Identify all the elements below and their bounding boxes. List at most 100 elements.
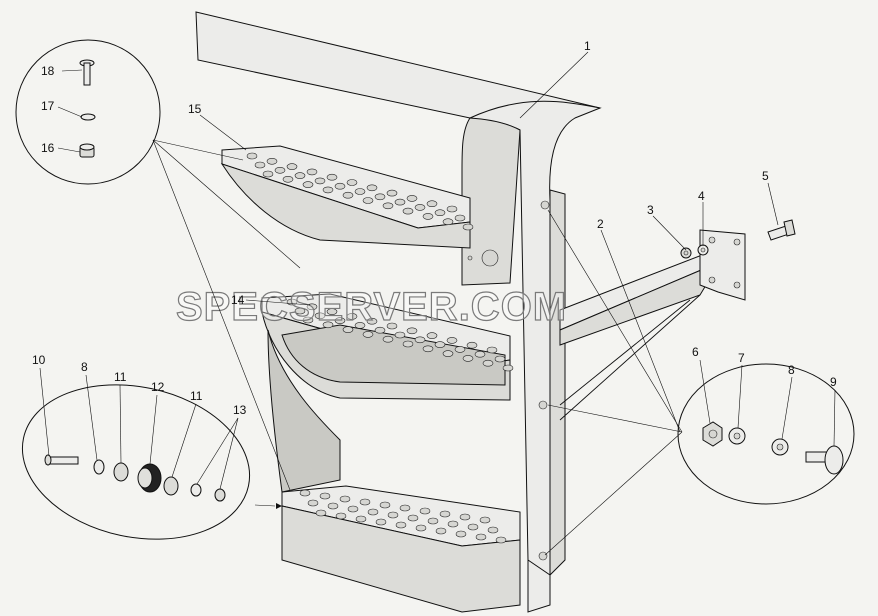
tread-hole (266, 158, 278, 165)
callout-17: 17 (41, 99, 55, 113)
watermark: SPECSERVER.COM (176, 285, 567, 329)
tread-hole (455, 530, 467, 538)
callout-8-right: 8 (788, 363, 795, 377)
tread-hole (466, 341, 478, 349)
tread-hole (282, 176, 294, 183)
tread-hole (434, 341, 446, 348)
tread-hole (314, 312, 326, 320)
tread-hole (346, 313, 358, 320)
upper-step (220, 145, 474, 249)
tread-hole (402, 340, 414, 348)
tread-hole (479, 516, 491, 524)
tread-hole (326, 308, 338, 315)
tread-hole (367, 508, 379, 516)
tread-hole (302, 181, 314, 188)
tread-hole (374, 326, 386, 334)
callout-12: 12 (151, 380, 165, 394)
tread-hole (442, 350, 454, 357)
side-panel (195, 11, 602, 613)
tread-hole (294, 172, 306, 179)
tread-hole (254, 161, 266, 169)
tread-hole (346, 179, 358, 186)
tread-hole (406, 327, 418, 335)
tread-hole (439, 510, 451, 518)
callout-15: 15 (188, 102, 202, 116)
tread-hole (426, 200, 438, 207)
tread-hole (322, 321, 334, 329)
tread-hole (487, 526, 499, 534)
tread-hole (467, 523, 479, 531)
tread-hole (314, 177, 326, 185)
bolt-5 (767, 219, 796, 241)
middle-step (261, 293, 514, 401)
callout-5: 5 (762, 169, 769, 183)
tread-hole (422, 213, 434, 220)
tread-hole (399, 504, 411, 512)
tread-hole (382, 335, 394, 343)
tread-hole (342, 326, 354, 333)
tread-hole (434, 209, 446, 216)
tread-hole (395, 521, 407, 529)
tread-hole (387, 511, 399, 519)
lower-step (267, 329, 521, 613)
tread-hole (354, 188, 366, 195)
fastener-nut-3 (680, 247, 692, 259)
callout-7: 7 (738, 351, 745, 365)
nut-13b (214, 488, 226, 502)
tread-hole (375, 518, 387, 526)
tread-hole (354, 322, 366, 329)
leader-lines (152, 51, 779, 556)
tread-hole (386, 189, 398, 197)
callout-2: 2 (597, 217, 604, 231)
tread-hole (462, 223, 474, 231)
tread-hole (447, 520, 459, 528)
tread-hole (327, 502, 339, 510)
tread-hole (335, 512, 347, 520)
tread-hole (459, 513, 471, 521)
tread-hole (454, 214, 466, 222)
bracket-arm (559, 229, 746, 421)
callout-9: 9 (830, 375, 837, 389)
tread-hole (334, 182, 346, 190)
tread-hole (446, 337, 458, 344)
fastener-washer-4 (697, 244, 709, 256)
tread-hole (299, 489, 311, 497)
tread-hole (482, 359, 494, 367)
tread-hole (454, 346, 466, 353)
callout-3: 3 (647, 203, 654, 217)
tread-hole (374, 193, 386, 201)
tread-hole (339, 495, 351, 503)
callout-10: 10 (32, 353, 46, 367)
tread-hole (486, 346, 498, 354)
callout-8-left: 8 (81, 360, 88, 374)
tread-hole (359, 498, 371, 506)
tread-hole (366, 317, 378, 325)
spacer-11b (163, 476, 179, 496)
tread-hole (474, 350, 486, 358)
tread-hole (407, 514, 419, 522)
tread-hole (419, 507, 431, 515)
callout-11-b: 11 (190, 389, 203, 403)
callout-11-a: 11 (114, 370, 127, 384)
tread-hole (319, 492, 331, 500)
tread-hole (414, 336, 426, 344)
tread-hole (274, 167, 286, 174)
bolt-10 (44, 454, 79, 466)
tread-hole (435, 527, 447, 535)
callout-13: 13 (233, 403, 247, 417)
callout-14: 14 (231, 293, 245, 307)
tread-hole (342, 191, 354, 199)
washer-8 (93, 459, 105, 475)
tread-hole (326, 173, 338, 181)
tread-hole (394, 331, 406, 339)
callout-6: 6 (692, 345, 699, 359)
tread-hole (415, 524, 427, 532)
tread-hole (355, 515, 367, 523)
tread-hole (334, 317, 346, 324)
nut-6 (702, 421, 723, 447)
detail-ellipse-fasteners-left (21, 367, 251, 540)
callout-1: 1 (584, 39, 591, 53)
tread-hole (262, 170, 274, 178)
bushing-12 (137, 463, 162, 493)
